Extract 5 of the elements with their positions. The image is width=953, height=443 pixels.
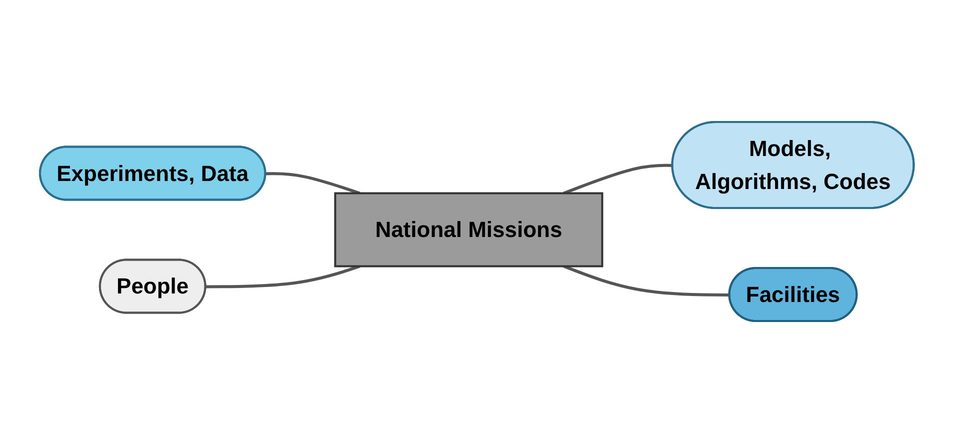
node-box: National Missions xyxy=(334,192,603,268)
connector xyxy=(265,172,360,195)
connector xyxy=(562,264,730,296)
connector xyxy=(205,264,360,288)
connector xyxy=(562,164,672,195)
